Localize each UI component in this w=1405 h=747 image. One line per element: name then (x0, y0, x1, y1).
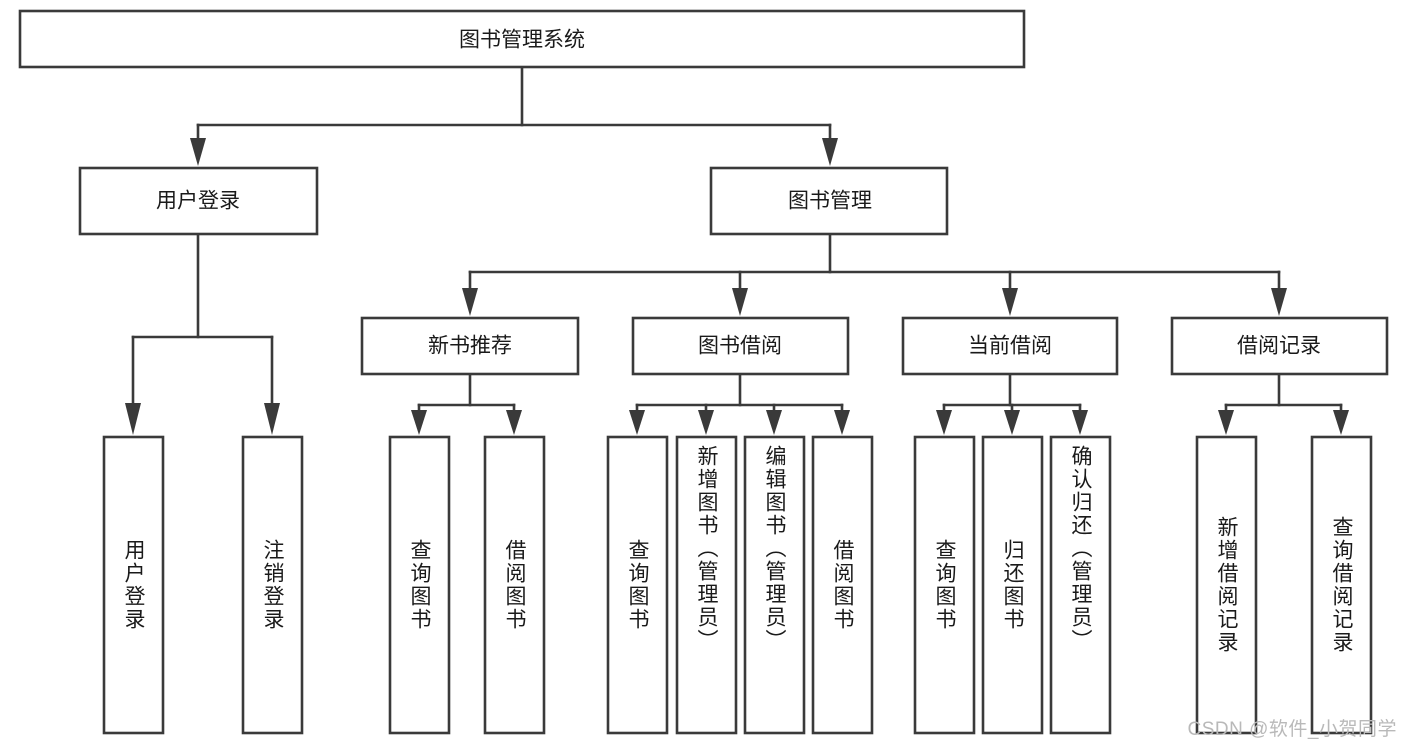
leaf-book-borrow-3[interactable] (811, 435, 874, 735)
leaf-current-borrow-2[interactable] (1049, 435, 1112, 735)
connector-new-book-to-leaves (411, 372, 522, 435)
leaf-user-login-1[interactable] (241, 435, 304, 735)
leaf-book-borrow-2[interactable] (743, 435, 806, 735)
connector-book-manage-to-level3 (462, 232, 1287, 316)
node-book-manage[interactable] (709, 166, 949, 236)
node-current-borrow-label: 当前借阅 (968, 335, 1052, 358)
connector-root-to-level2 (190, 65, 838, 166)
leaf-borrow-record-1[interactable] (1310, 435, 1373, 735)
node-current-borrow[interactable] (901, 316, 1119, 376)
node-root-label: 图书管理系统 (459, 29, 585, 52)
leaf-new-book-recommend-0[interactable] (388, 435, 451, 735)
leaf-user-login-0[interactable] (102, 435, 165, 735)
connector-borrow-record-to-leaves (1218, 372, 1349, 435)
connector-book-borrow-to-leaves (629, 372, 850, 435)
node-book-borrow-label: 图书借阅 (698, 335, 782, 358)
node-book-borrow[interactable] (631, 316, 850, 376)
watermark-label: CSDN @软件_小贺同学 (1187, 719, 1397, 740)
leaf-borrow-record-0[interactable] (1195, 435, 1258, 735)
leaf-book-borrow-0[interactable] (606, 435, 669, 735)
node-root[interactable] (18, 9, 1026, 69)
node-book-manage-label: 图书管理 (788, 190, 872, 213)
node-new-book-recommend[interactable] (360, 316, 580, 376)
connector-user-login-to-leaves (125, 232, 280, 435)
leaf-current-borrow-0[interactable] (913, 435, 976, 735)
node-borrow-record[interactable] (1170, 316, 1389, 376)
node-user-login[interactable] (78, 166, 319, 236)
connector-current-borrow-to-leaves (936, 372, 1088, 435)
node-borrow-record-label: 借阅记录 (1237, 335, 1321, 358)
leaf-new-book-recommend-1[interactable] (483, 435, 546, 735)
leaf-book-borrow-1[interactable] (675, 435, 738, 735)
node-new-book-recommend-label: 新书推荐 (428, 335, 512, 358)
node-user-login-label: 用户登录 (156, 190, 240, 213)
leaf-current-borrow-1[interactable] (981, 435, 1044, 735)
